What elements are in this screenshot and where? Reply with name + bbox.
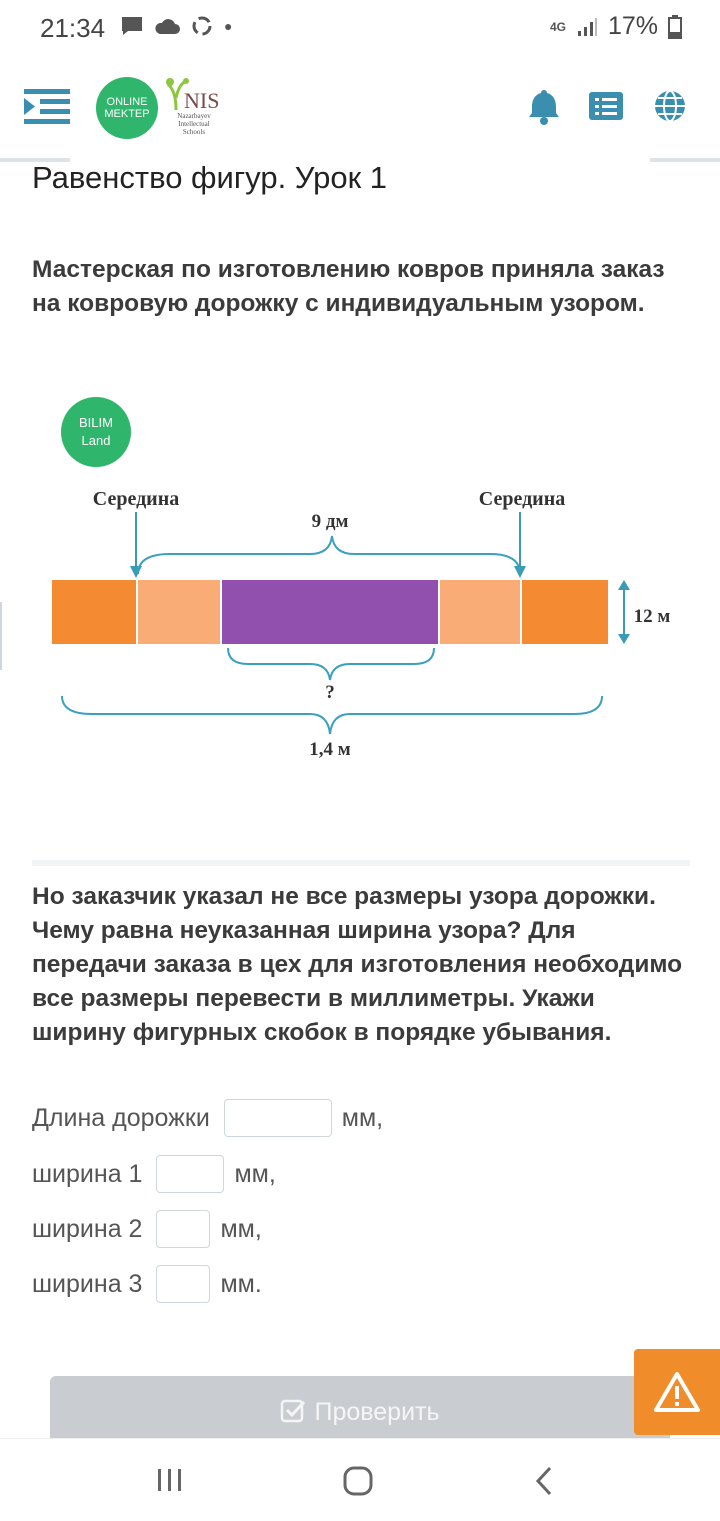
question-text: Но заказчик указал не все размеры узора … xyxy=(32,883,683,1046)
back-icon[interactable] xyxy=(524,1459,568,1503)
page-title: Равенство фигур. Урок 1 xyxy=(32,160,387,195)
width-1-input[interactable] xyxy=(156,1155,225,1193)
status-time: 21:34 xyxy=(40,13,106,43)
carpet-diagram: BILIM Land Середина Середина 9 дм 12 м ?… xyxy=(52,397,671,760)
segment-dark-right xyxy=(522,580,608,644)
total-brace xyxy=(61,695,603,735)
battery-percent: 17% xyxy=(607,12,658,40)
system-nav-bar xyxy=(0,1438,720,1521)
length-input[interactable] xyxy=(223,1099,332,1137)
network-type: 4G xyxy=(549,19,566,34)
check-button[interactable]: Проверить xyxy=(50,1376,670,1440)
width-2-input[interactable] xyxy=(156,1210,211,1248)
list-icon[interactable] xyxy=(586,86,626,126)
middle-label-left: Середина xyxy=(93,488,179,510)
menu-icon[interactable] xyxy=(24,85,72,129)
width-3-input[interactable] xyxy=(156,1265,211,1303)
answer-row-width-1: ширина 1 мм, xyxy=(32,1152,276,1196)
globe-icon[interactable] xyxy=(650,86,690,126)
middle-label-right: Середина xyxy=(479,488,565,510)
message-icon xyxy=(122,17,142,35)
task-text: Мастерская по изготовлению ковров принял… xyxy=(32,256,665,317)
dot-icon: ● xyxy=(224,18,233,34)
nis-logo: NIS Nazarbayev Intellectual Schools xyxy=(164,76,224,138)
answer-row-width-2: ширина 2 мм, xyxy=(32,1207,262,1251)
segment-dark-left xyxy=(52,580,136,644)
signal-icon xyxy=(577,17,597,36)
segment-purple xyxy=(222,580,438,644)
bilimland-badge xyxy=(61,397,131,467)
svg-text:Land: Land xyxy=(82,433,111,448)
inner-brace-label: ? xyxy=(325,682,335,703)
height-label: 12 м xyxy=(634,606,671,627)
recent-apps-icon[interactable] xyxy=(148,1459,192,1503)
segment-light-left xyxy=(138,580,220,644)
home-icon[interactable] xyxy=(336,1459,380,1503)
inner-brace xyxy=(227,647,435,681)
carpet-figure: BILIM Land Середина Середина 9 дм 12 м ?… xyxy=(40,390,700,770)
answer-row-width-3: ширина 3 мм. xyxy=(32,1262,262,1306)
sprout-icon xyxy=(166,78,189,111)
segment-light-right xyxy=(440,580,520,644)
total-label: 1,4 м xyxy=(309,739,351,760)
sync-icon xyxy=(192,16,212,36)
status-bar: 21:34 ● 4G 17% xyxy=(0,0,720,56)
bell-icon[interactable] xyxy=(524,86,564,126)
svg-text:BILIM: BILIM xyxy=(79,415,113,430)
checkbox-icon xyxy=(281,1399,306,1423)
warning-icon xyxy=(654,1372,700,1412)
top-brace xyxy=(137,535,521,575)
battery-icon xyxy=(668,14,682,39)
report-problem-button[interactable] xyxy=(634,1349,720,1435)
cloud-icon xyxy=(155,19,180,34)
answer-row-length: Длина дорожки мм, xyxy=(32,1096,383,1140)
online-mektep-logo[interactable]: ONLINE MEKTEP xyxy=(96,77,158,139)
top-brace-label: 9 дм xyxy=(312,511,349,532)
